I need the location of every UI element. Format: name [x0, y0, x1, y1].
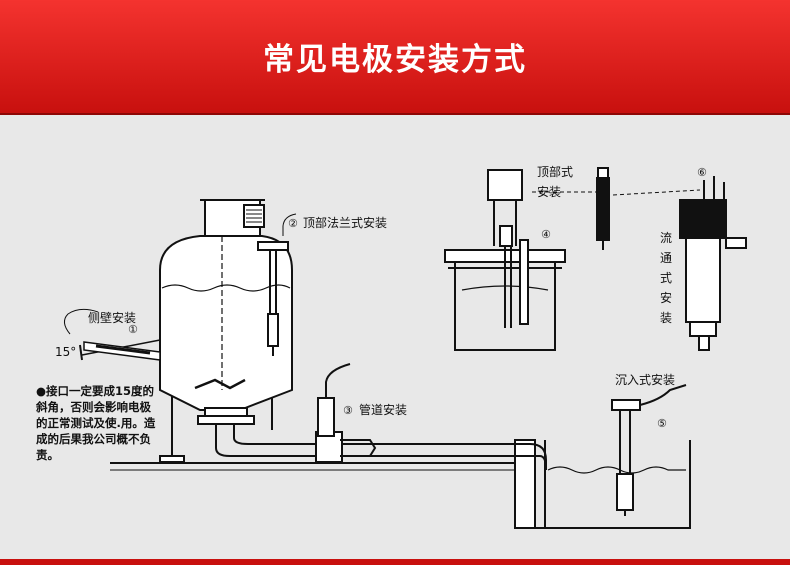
header-banner: 常见电极安装方式: [0, 0, 790, 115]
page-title: 常见电极安装方式: [263, 42, 527, 78]
label-side-wall: 侧壁安装: [88, 310, 136, 325]
label-angle: 15°: [55, 345, 76, 359]
warning-note: ●接口一定要成15度的斜角，否则会影响电极的正常测试及使.用。造成的后果我公司概…: [36, 384, 156, 462]
label-pipe: 管道安装: [359, 402, 407, 417]
label-flow-char-3: 式: [660, 271, 672, 285]
reactor-tank: [159, 199, 293, 425]
marker-6: ⑥: [697, 166, 707, 179]
loose-electrode: [596, 167, 701, 250]
marker-3: ③: [343, 404, 353, 417]
ground-line: [110, 439, 691, 529]
label-immersion: 沉入式安装: [615, 372, 675, 387]
label-flow-char-1: 流: [660, 231, 672, 245]
label-top-flange: 顶部法兰式安装: [303, 215, 387, 230]
flow-cell: [679, 176, 747, 351]
top-mount-vessel: [444, 169, 600, 351]
label-flow-char-4: 安: [660, 290, 672, 305]
marker-5: ⑤: [657, 417, 667, 430]
pipeline: [215, 363, 547, 471]
label-top-mount-1: 顶部式: [537, 164, 573, 179]
marker-1: ①: [128, 323, 138, 336]
marker-4: ④: [541, 228, 551, 241]
label-top-mount-2: 安装: [537, 184, 561, 199]
immersion-tank: [544, 384, 687, 528]
label-flow-char-2: 通: [660, 251, 672, 265]
marker-2: ②: [288, 217, 298, 230]
flange-electrode: [257, 213, 297, 356]
label-flow-char-5: 装: [660, 311, 672, 325]
side-electrode: [64, 308, 161, 361]
bottom-bar: [0, 559, 790, 565]
